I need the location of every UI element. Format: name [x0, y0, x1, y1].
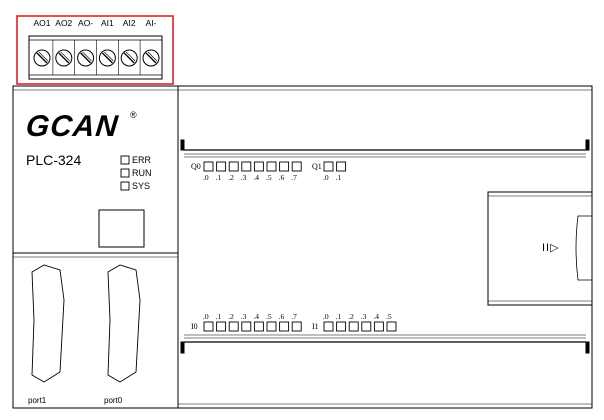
i0-pin-box: [266, 321, 277, 332]
q0-pin-label: .1: [215, 173, 222, 182]
port0-label: port0: [104, 396, 123, 405]
i0-pin-label: .4: [253, 312, 260, 321]
connector-window: [98, 209, 145, 248]
q0-pin-box: [291, 161, 302, 172]
led-label-sys: SYS: [132, 181, 151, 191]
q0-pin-label: .7: [291, 173, 297, 182]
i0-pin-box: [279, 321, 290, 332]
q1-pin-box: [336, 161, 347, 172]
q0-pin-box: [279, 161, 290, 172]
q0-pin-label: .5: [266, 173, 272, 182]
terminal-label: AI1: [101, 18, 114, 28]
slide-cover: [487, 191, 592, 306]
q1-pin-box: [323, 161, 334, 172]
status-led-indicator: [120, 181, 130, 191]
i0-pin-box: [216, 321, 227, 332]
i1-pin-box: [386, 321, 397, 332]
i0-pin-label: .5: [266, 312, 272, 321]
terminal-label: AO1: [33, 18, 51, 28]
i0-pin-box: [253, 321, 264, 332]
i0-pin-label: .2: [228, 312, 234, 321]
logo-text: GCAN: [24, 110, 121, 143]
q0-pin-label: .6: [278, 173, 285, 182]
q0-pin-box: [241, 161, 252, 172]
status-led-indicator: [120, 168, 130, 178]
i0-pin-box: [203, 321, 214, 332]
i1-pin-box: [323, 321, 334, 332]
device-body: [12, 85, 593, 409]
i1-pin-label: .3: [360, 312, 367, 321]
i1-pin-label: .1: [335, 312, 342, 321]
terminal-label: AO2: [55, 18, 73, 28]
q0-pin-box: [253, 161, 264, 172]
status-led-indicator: [120, 155, 130, 165]
q0-pin-label: .2: [228, 173, 234, 182]
i0-pin-label: .7: [291, 312, 297, 321]
q0-pin-label: .0: [203, 173, 209, 182]
port-shapes: [31, 264, 141, 383]
terminal-block: [16, 15, 174, 85]
lower-rail: [180, 334, 590, 354]
led-label-err: ERR: [132, 155, 152, 165]
terminal-label: AI-: [145, 18, 157, 28]
terminal-label: AO-: [78, 18, 94, 28]
i1-pin-box: [373, 321, 384, 332]
terminal-highlight-box: [16, 15, 174, 85]
slide-arrow-icon: II▷: [542, 242, 560, 254]
q1-pin-label: .1: [335, 173, 342, 182]
brand-logo: GCAN: [24, 110, 120, 144]
model-label: PLC-324: [26, 152, 82, 168]
i1-pin-box: [361, 321, 372, 332]
i0-pin-box: [291, 321, 302, 332]
i1-pin-label: .5: [386, 312, 392, 321]
io-label-q0: Q0: [191, 162, 201, 171]
i0-pin-label: .1: [215, 312, 222, 321]
i0-pin-label: .0: [203, 312, 209, 321]
q0-pin-label: .3: [240, 173, 247, 182]
i1-pin-label: .4: [373, 312, 380, 321]
io-label-i1: I1: [312, 322, 319, 331]
port1-label: port1: [28, 396, 47, 405]
q0-pin-box: [216, 161, 227, 172]
q0-pin-box: [228, 161, 239, 172]
io-label-q1: Q1: [312, 162, 322, 171]
q1-pin-label: .0: [323, 173, 329, 182]
i1-pin-box: [348, 321, 359, 332]
led-label-run: RUN: [132, 168, 152, 178]
terminal-label: AI2: [122, 18, 136, 28]
q0-pin-box: [203, 161, 214, 172]
upper-rail: [180, 139, 590, 158]
q0-pin-label: .4: [253, 173, 260, 182]
io-label-i0: I0: [191, 322, 198, 331]
i0-pin-box: [228, 321, 239, 332]
i1-pin-label: .2: [348, 312, 354, 321]
i0-pin-box: [241, 321, 252, 332]
registered-mark: ®: [130, 110, 137, 120]
i0-pin-label: .3: [240, 312, 247, 321]
i1-pin-label: .0: [323, 312, 329, 321]
q0-pin-box: [266, 161, 277, 172]
i0-pin-label: .6: [278, 312, 285, 321]
i1-pin-box: [336, 321, 347, 332]
